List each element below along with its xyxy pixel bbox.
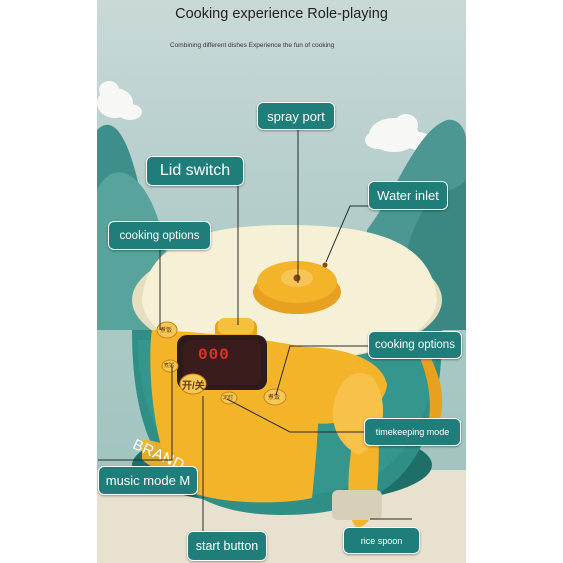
panel-button-left-label: 煮饭	[160, 328, 173, 334]
callout-water-inlet: Water inlet	[368, 181, 448, 210]
callout-lid-switch: Lid switch	[146, 156, 244, 186]
display-readout: 000	[198, 346, 230, 364]
callout-music-mode: music mode M	[98, 466, 198, 495]
callout-cooking-options-right: cooking options	[368, 331, 462, 359]
panel-button-small-right-label: 定时	[223, 395, 234, 401]
callout-start-button: start button	[187, 531, 267, 561]
page-subtitle: Combining different dishes Experience th…	[170, 42, 335, 49]
panel-button-small-left-label: 煮粥	[164, 363, 175, 369]
panel-button-center-label: 开/关	[182, 381, 205, 392]
callout-spray-port: spray port	[257, 102, 335, 130]
spray-port	[253, 261, 341, 314]
left-cloud	[97, 81, 142, 120]
callout-rice-spoon: rice spoon	[343, 527, 420, 554]
callout-timekeeping-mode: timekeeping mode	[364, 418, 461, 446]
callout-cooking-options-left: cooking options	[108, 221, 211, 250]
panel-button-right-label: 煮饭	[268, 395, 281, 401]
page-title: Cooking experience Role-playing	[175, 6, 388, 22]
